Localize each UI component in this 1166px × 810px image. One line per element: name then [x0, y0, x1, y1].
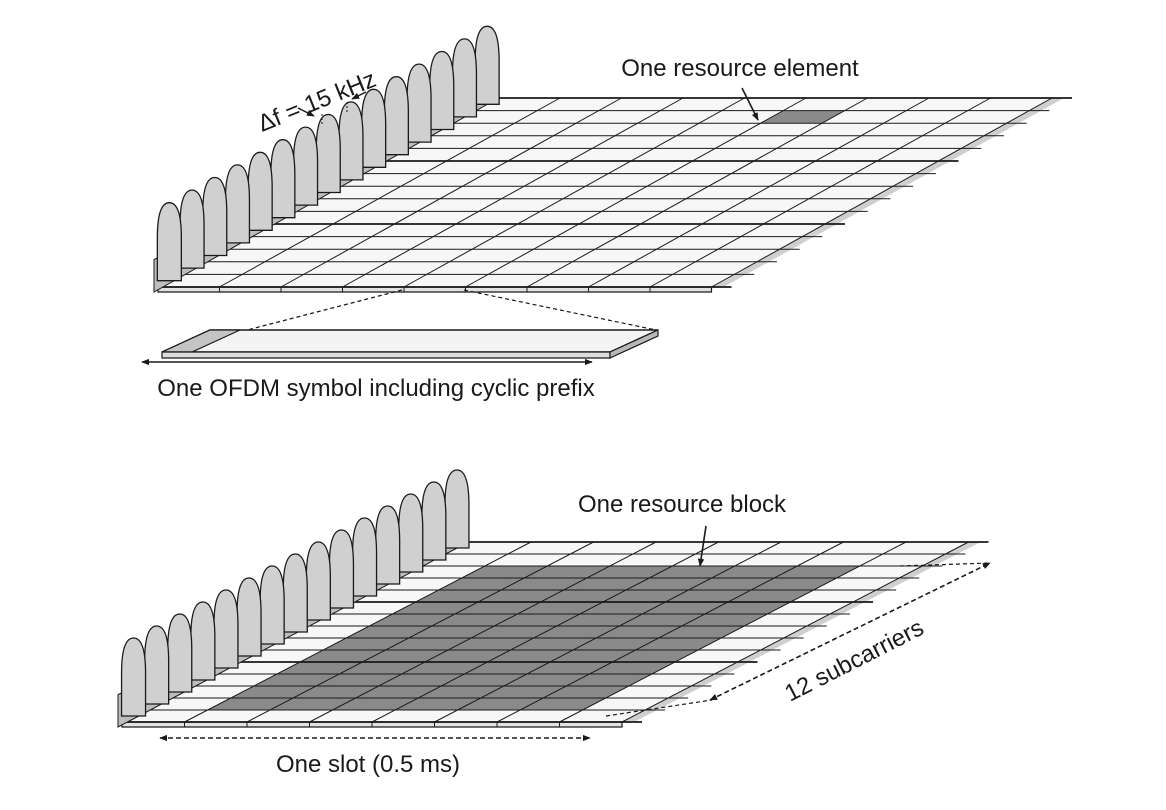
subcarriers-guide-low [605, 699, 713, 717]
grid-column-line [309, 541, 657, 723]
subcarrier-spectrum-shape [144, 625, 170, 705]
subcarrier-spectrum-shape [383, 76, 409, 156]
ofdm-symbol-front-edge [161, 351, 611, 359]
grid-column-line [184, 541, 532, 723]
subcarrier-spectrum-shape [474, 25, 500, 105]
subcarrier-spectrum-shape [156, 202, 182, 282]
resource-block-pointer-arrow [697, 525, 707, 567]
delta-f-arrow-left [297, 107, 315, 117]
ofdm-symbol-body [161, 329, 659, 353]
grid-column-line [465, 97, 807, 288]
subcarrier-spectrum-shape [202, 176, 228, 257]
top-subcarrier-spectra [153, 25, 500, 293]
subcarrier-spectrum-shape [338, 101, 364, 181]
grid-column-line [711, 97, 1053, 288]
subcarrier-spectrum-shape [398, 493, 424, 573]
subcarrier-spectrum-shape [259, 565, 285, 645]
subcarrier-spectrum-shape [444, 469, 470, 549]
grid-column-line [403, 97, 745, 288]
resource-block-label: One resource block [578, 491, 787, 518]
subcarrier-spectrum-shape [315, 113, 341, 194]
grid-side-shade [711, 98, 1064, 287]
subcarrier-spectrum-shape [406, 63, 432, 143]
delta-f-arrow-right [351, 91, 367, 100]
subcarriers-guide-high [899, 562, 991, 567]
grid-column-line [526, 97, 868, 288]
subcarrier-spectrum-shape [361, 88, 387, 168]
subcarrier-spectrum-shape [236, 577, 262, 657]
slot-label: One slot (0.5 ms) [276, 751, 460, 778]
resource-element-label: One resource element [621, 55, 859, 82]
subcarrier-spectrum-shape [213, 589, 239, 669]
grid-plane [158, 98, 1052, 287]
grid-column-line [371, 541, 719, 723]
subcarrier-spectrum-shape [167, 613, 193, 693]
grid-column-line [219, 97, 561, 288]
subcarrier-spectrum-shape [429, 50, 455, 131]
resource-element-cell [760, 110, 845, 124]
subcarrier-spectrum-shape [247, 151, 273, 231]
subcarriers-span-arrow [709, 562, 991, 701]
subcarrier-spectrum-shape [375, 505, 401, 585]
subcarrier-spectrum-shape [328, 529, 355, 609]
subcarrier-spectrum-shape [224, 164, 251, 244]
bottom-subcarrier-spectra [117, 469, 470, 728]
ofdm-symbol-label: One OFDM symbol including cyclic prefix [157, 375, 594, 402]
subcarrier-spectrum-shape [179, 189, 205, 269]
resource-element-diagram: One resource element Δf = 15 kHz One OFD… [141, 25, 1072, 402]
grid-column-line [649, 97, 991, 288]
subcarrier-spectrum-shape [292, 126, 319, 206]
subcarrier-spectrum-shape [270, 139, 296, 219]
grid-column-line [588, 97, 930, 288]
subcarrier-spectrum-shape [305, 541, 331, 621]
subcarrier-spectrum-shape [451, 38, 478, 118]
grid-column-line [342, 97, 684, 288]
zoom-line-right [463, 289, 657, 331]
subcarrier-spectrum-shape [190, 601, 216, 681]
subcarrier-spectrum-shape [120, 637, 147, 717]
ofdm-symbol-side-edge [609, 329, 659, 359]
resource-element-pointer-arrow [741, 87, 759, 121]
subcarrier-spectrum-shape [421, 481, 447, 561]
resource-block-diagram: One resource block One slot (0.5 ms) 12 … [117, 469, 991, 778]
subcarrier-spectrum-shape [351, 517, 378, 597]
grid-column-line [246, 541, 594, 723]
subcarrier-spectrum-shape [282, 553, 308, 633]
grid-column-line [280, 97, 622, 288]
